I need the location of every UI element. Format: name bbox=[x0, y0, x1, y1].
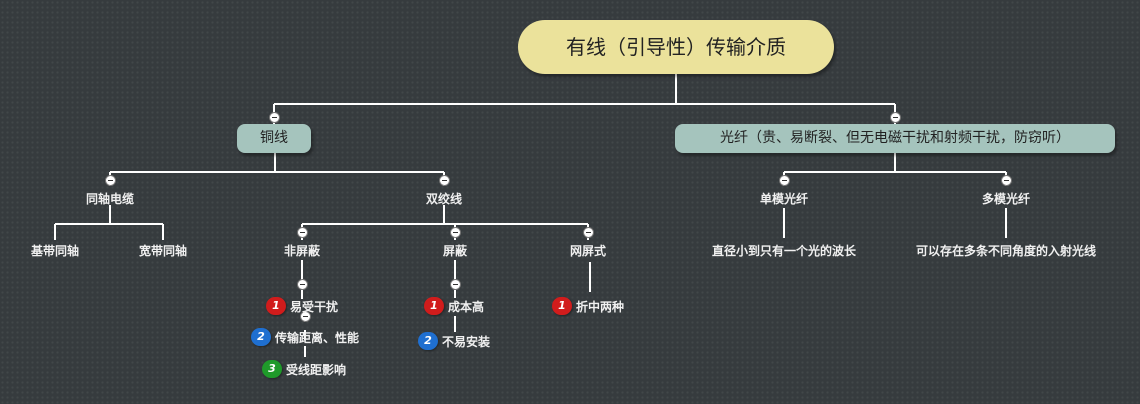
collapse-icon[interactable] bbox=[269, 112, 280, 123]
note-item[interactable]: 折中两种 bbox=[576, 300, 625, 314]
number-marker-1: 1 bbox=[552, 297, 572, 315]
collapse-icon[interactable] bbox=[450, 227, 461, 238]
topic-multi-mode-fiber[interactable]: 多模光纤 bbox=[981, 192, 1031, 206]
note-item[interactable]: 不易安装 bbox=[442, 335, 491, 349]
collapse-icon[interactable] bbox=[890, 112, 901, 123]
topic-baseband-coax[interactable]: 基带同轴 bbox=[30, 244, 80, 258]
number-marker-2: 2 bbox=[418, 332, 438, 350]
topic-mesh-shield[interactable]: 网屏式 bbox=[569, 244, 607, 258]
collapse-icon[interactable] bbox=[300, 311, 311, 322]
number-marker-1: 1 bbox=[424, 297, 444, 315]
topic-single-mode-fiber[interactable]: 单模光纤 bbox=[759, 192, 809, 206]
topic-utp[interactable]: 非屏蔽 bbox=[283, 244, 321, 258]
collapse-icon[interactable] bbox=[583, 227, 594, 238]
number-marker-1: 1 bbox=[266, 297, 286, 315]
note-item[interactable]: 受线距影响 bbox=[286, 363, 347, 377]
root-topic[interactable]: 有线（引导性）传输介质 bbox=[518, 20, 834, 74]
topic-fiber[interactable]: 光纤（贵、易断裂、但无电磁干扰和射频干扰，防窃听） bbox=[675, 124, 1115, 153]
collapse-icon[interactable] bbox=[779, 175, 790, 186]
topic-multi-mode-desc[interactable]: 可以存在多条不同角度的入射光线 bbox=[915, 244, 1097, 258]
collapse-icon[interactable] bbox=[297, 279, 308, 290]
collapse-icon[interactable] bbox=[1001, 175, 1012, 186]
topic-stp[interactable]: 屏蔽 bbox=[442, 244, 468, 258]
topic-twisted-pair[interactable]: 双绞线 bbox=[425, 192, 463, 206]
note-item[interactable]: 传输距离、性能 bbox=[275, 331, 360, 345]
collapse-icon[interactable] bbox=[105, 175, 116, 186]
collapse-icon[interactable] bbox=[439, 175, 450, 186]
topic-copper[interactable]: 铜线 bbox=[237, 124, 311, 153]
collapse-icon[interactable] bbox=[450, 279, 461, 290]
note-item[interactable]: 成本高 bbox=[448, 300, 485, 314]
collapse-icon[interactable] bbox=[297, 227, 308, 238]
topic-coax[interactable]: 同轴电缆 bbox=[85, 192, 135, 206]
number-marker-2: 2 bbox=[251, 328, 271, 346]
number-marker-3: 3 bbox=[262, 360, 282, 378]
topic-broadband-coax[interactable]: 宽带同轴 bbox=[138, 244, 188, 258]
topic-single-mode-desc[interactable]: 直径小到只有一个光的波长 bbox=[711, 244, 857, 258]
note-item[interactable]: 易受干扰 bbox=[290, 300, 339, 314]
